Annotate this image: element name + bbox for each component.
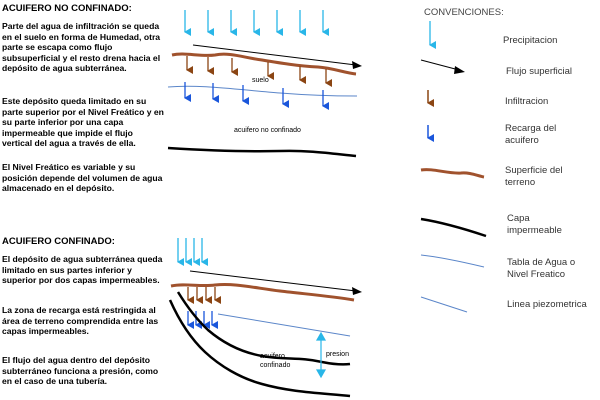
unconfined-surface-flow-arrow [192,44,362,69]
unconfined-title: ACUIFERO NO CONFINADO: [2,3,132,14]
surface-flow-arrow-icon [420,59,465,74]
confined-precipitation-arrows [177,238,208,266]
confined-paragraph-2: La zona de recarga está restringida al á… [2,305,159,337]
unconfined-recharge-arrows [184,82,329,110]
legend-label-infiltration: Infiltracion [505,96,549,107]
legend-label-precipitation: Precipitacion [503,35,558,46]
confined-terrain-surface [170,283,355,302]
legend-label-impermeable-layer: Capa impermeable [507,213,562,236]
unconfined-precipitation-arrows [184,10,329,36]
soil-label: suelo [252,77,269,84]
confined-infiltration-arrows [187,287,221,304]
terrain-surface-line-icon [420,168,485,179]
legend-label-piezometric-line: Linea piezometrica [507,299,587,310]
confined-paragraph-1: El depósito de agua subterránea queda li… [2,254,163,286]
pressure-label: presion [326,351,349,358]
piezometric-line-icon [420,296,468,313]
confined-upper-impermeable-layer [176,291,351,366]
pressure-double-arrow [315,331,327,379]
confined-lower-impermeable-layer [168,299,351,398]
confined-piezometric-line [217,313,351,337]
confined-surface-flow-arrow [189,270,362,295]
confined-recharge-arrows [187,311,218,329]
legend-title: CONVENCIONES: [424,7,504,18]
unconfined-infiltration-arrows [186,56,332,87]
legend-label-surface-flow: Flujo superficial [506,66,572,77]
confined-aquifer-label-line-2: confinado [260,362,291,369]
legend-label-water-table: Tabla de Agua o Nivel Freatico [507,257,576,280]
unconfined-impermeable-layer [167,146,357,158]
unconfined-paragraph-1: Parte del agua de infiltración se queda … [2,21,161,74]
legend-label-terrain-surface: Superficie del terreno [505,165,563,188]
confined-paragraph-3: El flujo del agua dentro del depósito su… [2,355,159,387]
unconfined-water-table [167,85,358,97]
confined-title: ACUIFERO CONFINADO: [2,236,115,247]
water-table-line-icon [420,254,485,268]
legend-label-recharge: Recarga del acuifero [505,123,557,146]
unconfined-paragraph-3: El Nivel Freático es variable y su posic… [2,162,163,194]
unconfined-paragraph-2: Este depósito queda limitado en su parte… [2,96,164,149]
confined-aquifer-label-line-1: acuifero [260,353,285,360]
unconfined-aquifer-label: acuifero no confinado [234,127,301,134]
unconfined-terrain-surface [171,52,357,76]
impermeable-layer-line-icon [420,217,487,238]
